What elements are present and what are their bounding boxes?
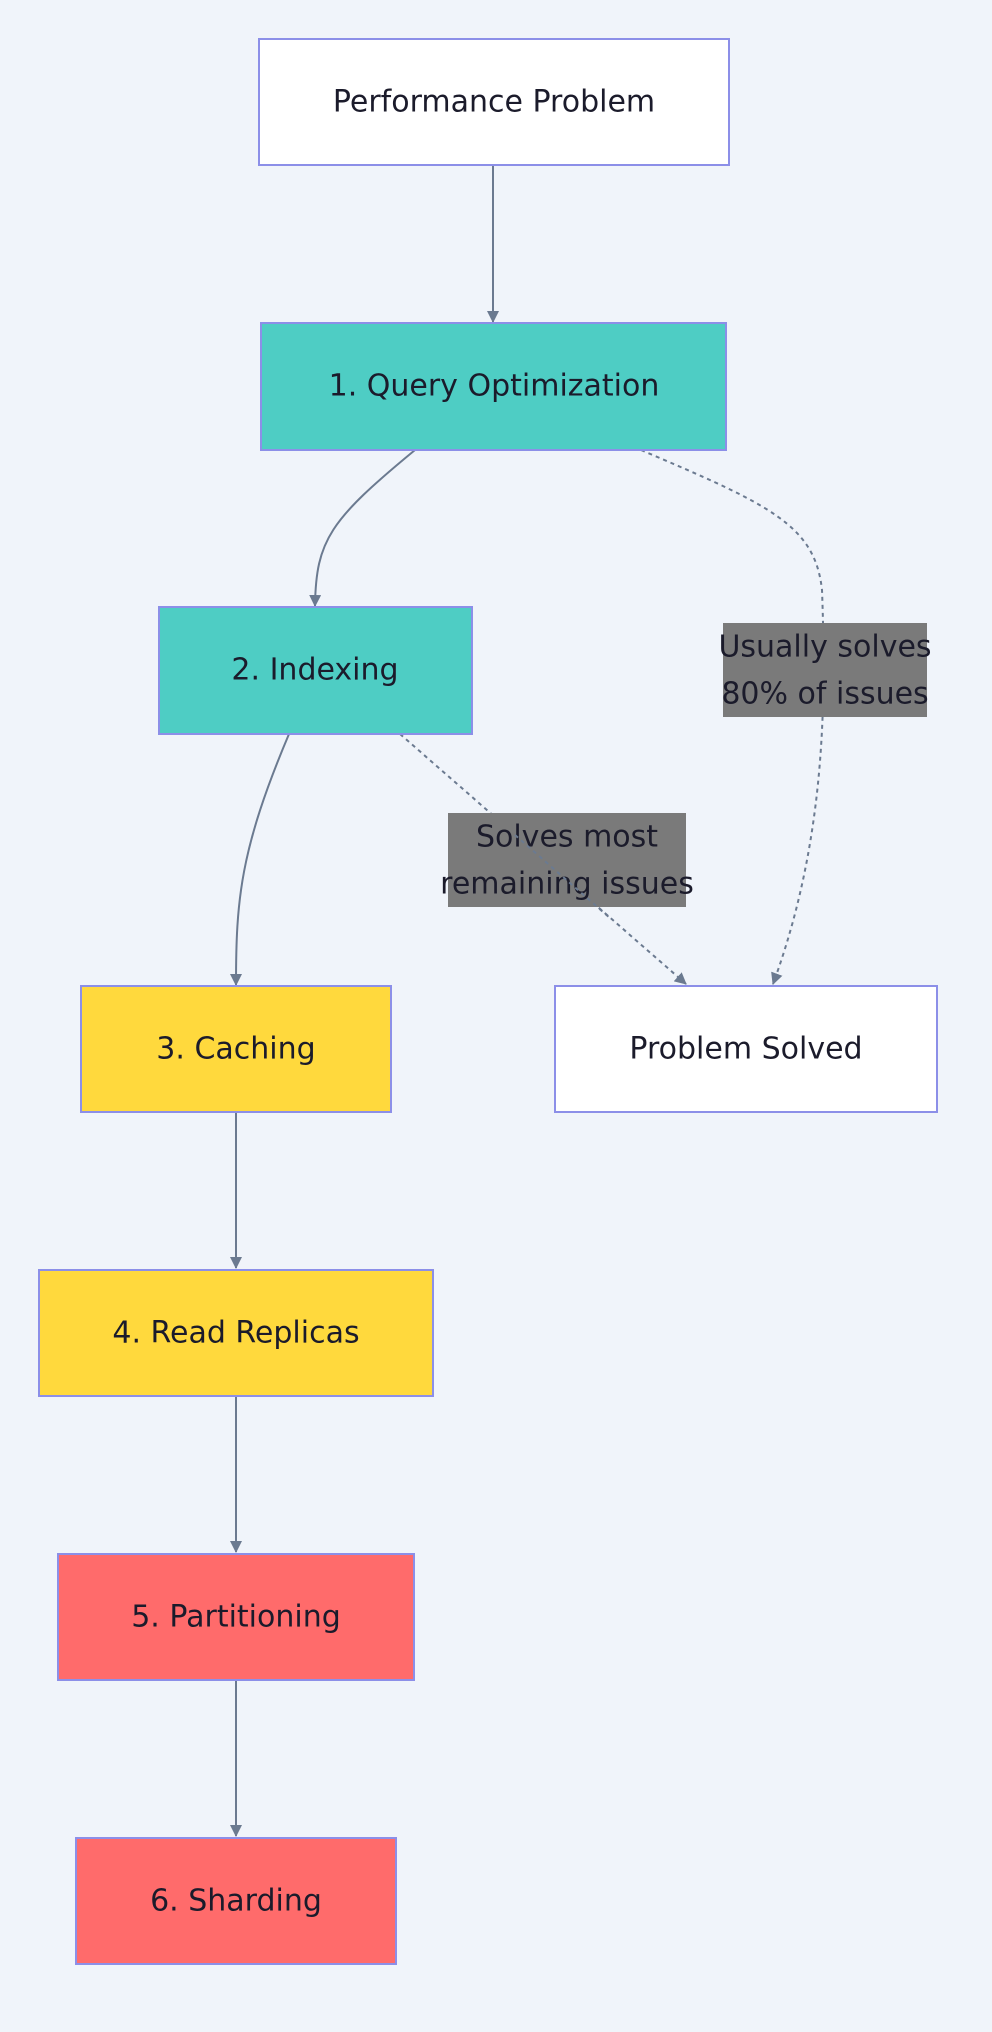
edge-query-optimization-to-indexing xyxy=(309,449,416,607)
node-performance-problem: Performance Problem xyxy=(258,38,730,166)
node-read-replicas-box xyxy=(38,1269,434,1397)
edge-label-usually-solves-line1: Usually solves xyxy=(718,630,931,665)
node-partitioning-label: 5. Partitioning xyxy=(131,1600,341,1635)
edge-label-usually-solves-bg xyxy=(723,623,927,717)
node-read-replicas: 4. Read Replicas xyxy=(38,1269,434,1397)
node-partitioning: 5. Partitioning xyxy=(57,1553,415,1681)
node-indexing-box xyxy=(158,606,473,735)
edge-indexing-to-caching xyxy=(230,733,290,986)
edge-indexing-to-solved-overlay xyxy=(514,834,611,919)
edge-label-solves-most-line1: Solves most xyxy=(476,820,658,855)
edge-label-usually-solves-line2: 80% of issues xyxy=(721,677,928,712)
node-performance-problem-box xyxy=(258,38,730,166)
edge-label-solves-most-bg xyxy=(448,813,686,907)
node-query-optimization-label: 1. Query Optimization xyxy=(329,369,660,404)
node-caching-label: 3. Caching xyxy=(156,1032,315,1067)
edge-label-solves-most: Solves most remaining issues xyxy=(440,813,694,907)
node-sharding-box xyxy=(75,1837,397,1965)
node-problem-solved-label: Problem Solved xyxy=(629,1032,862,1067)
node-read-replicas-label: 4. Read Replicas xyxy=(112,1316,359,1351)
edge-label-solves-most-line2: remaining issues xyxy=(440,867,694,902)
node-problem-solved-box xyxy=(554,985,938,1113)
edge-query-optimization-to-solved xyxy=(640,449,825,985)
node-indexing-label: 2. Indexing xyxy=(231,653,398,688)
node-sharding-label: 6. Sharding xyxy=(150,1884,322,1919)
node-query-optimization: 1. Query Optimization xyxy=(260,322,727,451)
node-caching-box xyxy=(80,985,392,1113)
node-sharding: 6. Sharding xyxy=(75,1837,397,1965)
node-indexing: 2. Indexing xyxy=(158,606,473,735)
node-performance-problem-label: Performance Problem xyxy=(333,85,655,120)
node-partitioning-box xyxy=(57,1553,415,1681)
node-query-optimization-box xyxy=(260,322,727,451)
node-caching: 3. Caching xyxy=(80,985,392,1113)
node-problem-solved: Problem Solved xyxy=(554,985,938,1113)
edge-label-usually-solves: Usually solves 80% of issues xyxy=(718,623,932,717)
